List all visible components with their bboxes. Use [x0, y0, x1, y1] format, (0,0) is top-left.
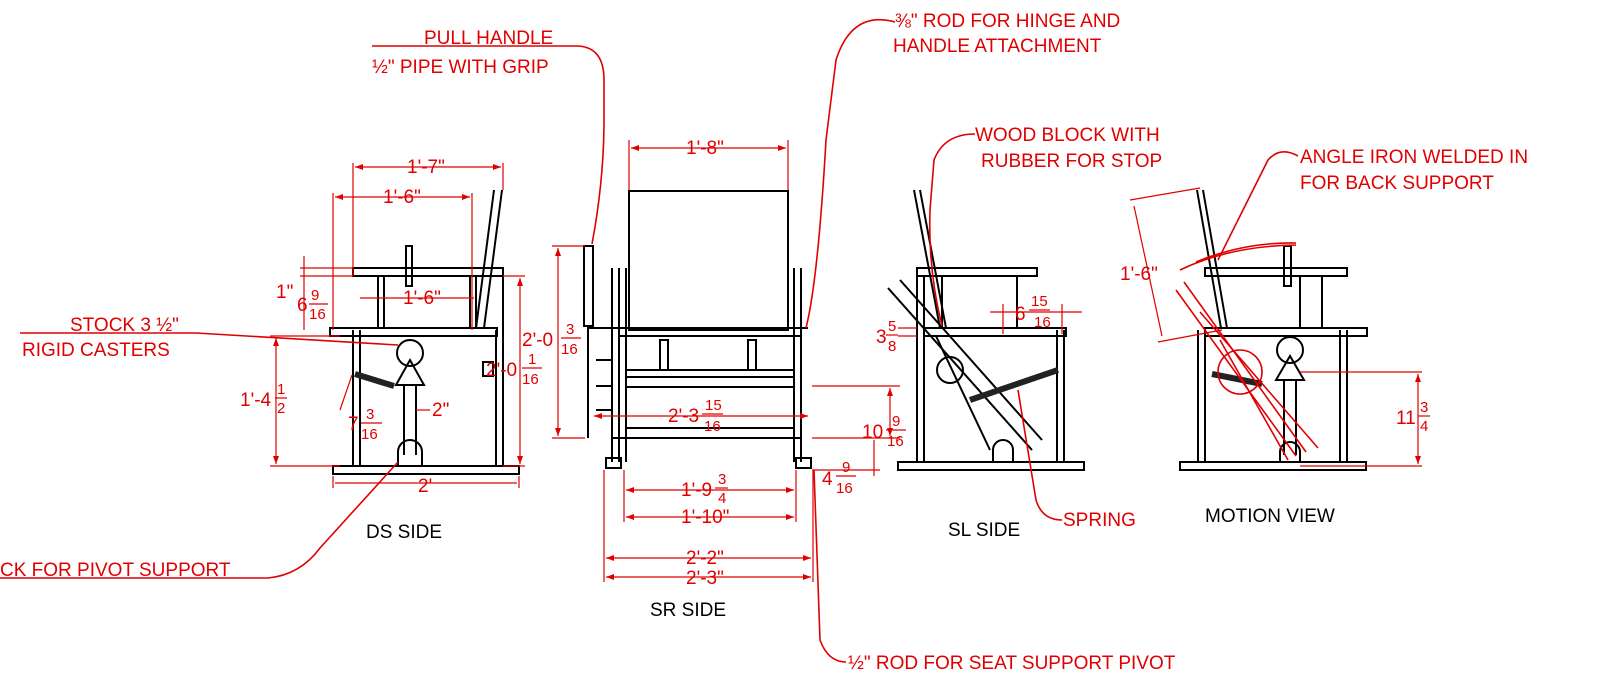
pull-handle-label: PULL HANDLE: [424, 28, 553, 49]
leaders: [0, 18, 1299, 663]
svg-text:6: 6: [1015, 304, 1026, 325]
svg-text:16: 16: [309, 306, 326, 323]
ds-side-title: DS SIDE: [366, 522, 442, 543]
svg-text:10: 10: [862, 422, 883, 443]
svg-text:2'-3: 2'-3: [668, 406, 699, 427]
hinge-rod-leader: [805, 18, 896, 329]
view-titles: DS SIDE SR SIDE SL SIDE MOTION VIEW: [366, 506, 1335, 621]
svg-text:4: 4: [822, 469, 833, 490]
svg-text:11: 11: [1396, 408, 1416, 429]
stock-label-2: RIGID CASTERS: [22, 340, 170, 361]
wood-block-label-1: WOOD BLOCK WITH: [975, 125, 1160, 146]
svg-text:9: 9: [842, 459, 850, 476]
sr-side-title: SR SIDE: [650, 600, 726, 621]
svg-text:9: 9: [311, 287, 319, 304]
dim-ds-2in: 2": [432, 400, 449, 421]
dim-sr-2-3-15-16: 2'-3 15 16: [668, 397, 723, 435]
dim-ds-2-0-1-16: 2'-0 1 16: [486, 351, 542, 388]
stock-label-1: STOCK 3 ½": [70, 315, 179, 336]
dim-ds-7-3-16: 7 3 16: [348, 406, 382, 443]
svg-text:1: 1: [528, 351, 536, 368]
svg-text:3: 3: [366, 406, 374, 423]
dim-sr-10-9-16: 10 9 16: [862, 413, 906, 450]
pipe-grip-label: ½" PIPE WITH GRIP: [372, 57, 549, 78]
seat-pivot-leader: [813, 469, 847, 663]
svg-text:7: 7: [348, 414, 359, 435]
sr-side-view: [583, 190, 812, 469]
stock-leader: [20, 332, 399, 346]
dimension-labels: 1'-7" 1'-6" 1'-6" 1" 2" 2' 1'-8" 1'-10" …: [240, 138, 1430, 589]
dimension-lines: [270, 140, 1422, 582]
dim-sr-2-3: 2'-3": [686, 568, 724, 589]
svg-text:4: 4: [1420, 418, 1428, 435]
angle-iron-leader: [1217, 151, 1299, 261]
callout-labels: PULL HANDLE ½" PIPE WITH GRIP ⅜" ROD FOR…: [0, 11, 1528, 674]
dim-ds-1-7: 1'-7": [407, 157, 445, 178]
dim-sr-1-8: 1'-8": [686, 138, 724, 159]
svg-text:1: 1: [277, 381, 285, 398]
svg-text:15: 15: [1031, 293, 1048, 310]
svg-text:1'-9: 1'-9: [681, 480, 712, 501]
angle-iron-label-2: FOR BACK SUPPORT: [1300, 173, 1494, 194]
dim-sl-6-15-16: 6 15 16: [1015, 293, 1051, 331]
spring-label: SPRING: [1063, 510, 1136, 531]
svg-text:8: 8: [888, 338, 896, 355]
wood-block-label-2: RUBBER FOR STOP: [981, 151, 1162, 172]
svg-text:3: 3: [566, 321, 574, 338]
svg-text:2'-0: 2'-0: [522, 330, 553, 351]
svg-text:4: 4: [718, 490, 726, 507]
hinge-rod-label-1: ⅜" ROD FOR HINGE AND: [895, 11, 1120, 32]
dim-ds-1-6-top: 1'-6": [383, 187, 421, 208]
svg-text:3: 3: [876, 327, 887, 348]
dim-mv-1-6: 1'-6": [1120, 264, 1158, 285]
motion-view-title: MOTION VIEW: [1205, 506, 1335, 527]
spring-leader: [1017, 389, 1063, 521]
dim-sr-2-2: 2'-2": [686, 548, 724, 569]
angle-iron-label-1: ANGLE IRON WELDED IN: [1300, 147, 1528, 168]
dim-sr-1-10: 1'-10": [681, 507, 729, 528]
dim-ds-2ft: 2': [418, 476, 432, 497]
svg-text:16: 16: [704, 418, 721, 435]
dim-mv-11-3-4: 11 3 4: [1396, 399, 1430, 435]
dim-ds-6-9-16: 6 9 16: [297, 287, 328, 323]
svg-text:16: 16: [836, 480, 853, 497]
dim-sr-2-0-3-16: 2'-0 3 16: [522, 321, 581, 358]
pull-handle-leader: [372, 45, 605, 245]
pivot-support-leader: [0, 461, 399, 579]
wood-block-leader: [928, 133, 976, 327]
dim-ds-1in: 1": [276, 282, 293, 303]
dim-ds-1-4-half: 1'-4 1 2: [240, 381, 287, 417]
svg-text:3: 3: [718, 471, 726, 488]
hinge-rod-label-2: HANDLE ATTACHMENT: [893, 36, 1102, 57]
svg-text:16: 16: [361, 426, 378, 443]
pivot-support-label: CK FOR PIVOT SUPPORT: [0, 560, 231, 581]
svg-text:3: 3: [1420, 399, 1428, 416]
svg-text:16: 16: [561, 341, 578, 358]
svg-text:1'-4: 1'-4: [240, 390, 272, 411]
svg-text:2: 2: [277, 400, 285, 417]
svg-text:9: 9: [892, 413, 900, 430]
svg-text:2'-0: 2'-0: [486, 360, 517, 381]
svg-text:16: 16: [887, 433, 904, 450]
motion-view: [1175, 189, 1368, 471]
svg-text:6: 6: [297, 295, 308, 316]
dim-ds-1-6-mid: 1'-6": [403, 288, 441, 309]
svg-text:16: 16: [522, 371, 539, 388]
seat-pivot-label: ½" ROD FOR SEAT SUPPORT PIVOT: [848, 653, 1176, 674]
dim-sr-1-9-3-4: 1'-9 3 4: [681, 471, 728, 507]
dim-sr-4-9-16: 4 9 16: [822, 459, 856, 497]
arrowheads: [273, 145, 1421, 580]
sl-side-title: SL SIDE: [948, 520, 1020, 541]
svg-text:15: 15: [705, 397, 722, 414]
dim-sl-3-5-8: 3 5 8: [876, 318, 898, 355]
sl-side-view: [887, 189, 1085, 471]
svg-text:16: 16: [1034, 314, 1051, 331]
svg-text:5: 5: [888, 318, 896, 335]
